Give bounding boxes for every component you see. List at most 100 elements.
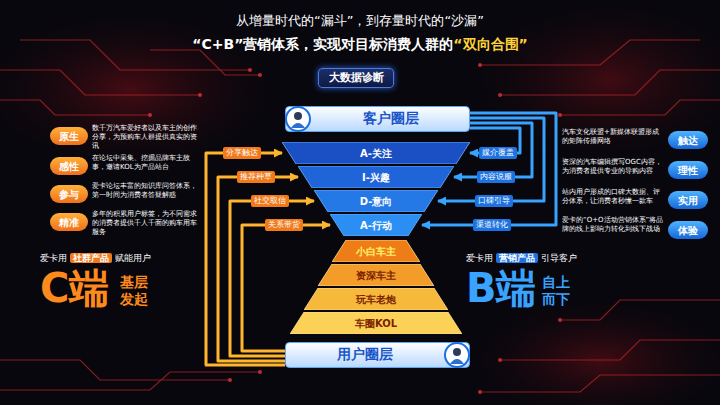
description-text: 在论坛中采集、挖掘品牌车主故事，邀请KOL为产品站台	[92, 154, 202, 172]
node-text: 用户圈层	[337, 347, 393, 362]
subtitle-highlight: “双向合围”	[453, 36, 527, 52]
node-label: 用户圈层	[337, 347, 393, 362]
node-text: 资深车主	[356, 270, 396, 281]
hourglass-shape	[332, 240, 420, 262]
bar-shape	[286, 107, 470, 132]
circle-bar: 客户圈层	[285, 106, 470, 132]
node-text: 理性	[678, 165, 698, 176]
hourglass-shape	[318, 264, 434, 286]
person-icon-body	[450, 359, 464, 364]
node-text: A-关注	[360, 148, 392, 159]
trait-badge: 触达	[668, 131, 708, 149]
trait-badge: 参与	[50, 185, 88, 203]
node-label: A-行动	[360, 220, 392, 231]
node-text: 体验	[678, 225, 698, 236]
node-label: D-意向	[360, 196, 393, 207]
hourglass-stage: 玩车老炮	[304, 288, 448, 310]
title-text: 从增量时代的“漏斗”，到存量时代的“沙漏”	[0, 12, 720, 30]
node-text: 小白车主	[356, 246, 396, 257]
trait-badge: 感性	[50, 157, 88, 175]
hourglass-shape	[290, 312, 462, 334]
node-label: 触达	[678, 135, 698, 146]
trait-badge: 实用	[668, 191, 708, 209]
node-label: 原生	[59, 131, 79, 142]
node-text: 参与	[59, 189, 79, 200]
description-text: 多年的积累用户标签，为不同需求的消费者提供千人千面的购车用车服务	[92, 210, 202, 237]
edge-label: 媒介覆盖	[479, 147, 517, 159]
node-text: A-行动	[360, 220, 392, 231]
funnel-shape	[314, 190, 438, 212]
node-label: 车圈KOL	[355, 318, 397, 329]
slogan-line: 爱卡用营销产品引导客户	[466, 252, 577, 265]
node-label: A-关注	[360, 148, 392, 159]
edge-label: 推荐种草	[237, 171, 275, 183]
edge-label: 内容说服	[477, 171, 515, 183]
description-text: 站内用户形成的口碑大数据、评分体系，让消费者秒懂一款车	[562, 188, 664, 206]
subtitle-text: “C+B”营销体系，实现对目标消费人群的	[192, 36, 453, 52]
edge-label: 渠道转化	[473, 219, 511, 231]
funnel-stage: D-意向	[314, 190, 438, 212]
slogan-text: 赋能用户	[115, 253, 151, 263]
trait-badge: 体验	[668, 221, 708, 239]
funnel-stage: I-兴趣	[298, 166, 454, 188]
funnel-shape	[298, 166, 454, 188]
circuit-lines	[0, 40, 720, 392]
hourglass-stage: 小白车主	[332, 240, 420, 262]
node-label: 体验	[678, 225, 698, 236]
node-text: 感性	[59, 161, 79, 172]
node-label: 资深车主	[356, 270, 396, 281]
edge-label: 社交取信	[251, 195, 289, 207]
funnel-stage: A-行动	[330, 214, 422, 236]
funnel-shape	[282, 142, 470, 164]
description-text: 爱卡论坛丰富的知识库问答体系，第一时间为消费者答疑解惑	[92, 182, 202, 200]
funnel-shape	[330, 214, 422, 236]
side-mark: B端	[466, 266, 537, 310]
circuit-dots	[148, 63, 562, 394]
node-label: 小白车主	[356, 246, 396, 257]
subtitle-line: “C+B”营销体系，实现对目标消费人群的“双向合围”	[0, 36, 720, 54]
glow	[450, 0, 720, 170]
node-label: 参与	[59, 189, 79, 200]
node-text: 玩车老炮	[356, 294, 396, 305]
node-text: 大数据诊断	[329, 72, 384, 84]
node-label: 理性	[678, 165, 698, 176]
side-note: 基层 发起	[120, 274, 152, 308]
side-note: 自上 而下	[542, 274, 574, 308]
circle-bar: 用户圈层	[285, 342, 470, 368]
diagnosis-tag: 大数据诊断	[318, 68, 394, 88]
person-icon-head	[294, 112, 302, 120]
node-text: 精准	[59, 217, 79, 228]
product-tag: 社群产品	[70, 253, 112, 263]
node-label: 玩车老炮	[356, 294, 396, 305]
node-text: 实用	[678, 195, 698, 206]
node-label: 感性	[59, 161, 79, 172]
product-tag: 营销产品	[496, 253, 538, 263]
person-icon	[445, 343, 469, 367]
slogan-text: 引导客户	[541, 253, 577, 263]
side-mark: C端	[40, 266, 109, 310]
trait-badge: 理性	[668, 161, 708, 179]
edge-label: 关系带货	[265, 219, 303, 231]
person-icon-body	[291, 123, 305, 128]
node-label: 大数据诊断	[329, 72, 384, 84]
hourglass-stage: 车圈KOL	[290, 312, 462, 334]
node-text: 客户圈层	[363, 111, 419, 126]
node-label: I-兴趣	[362, 172, 390, 183]
trait-badge: 原生	[50, 127, 88, 145]
description-text: 数千万汽车爱好者以及车主的创作分享，为预购车人群提供真实的资讯	[92, 124, 202, 151]
node-label: 精准	[59, 217, 79, 228]
slogan-text: 爱卡用	[466, 253, 493, 263]
trait-badge: 精准	[50, 213, 88, 231]
slogan-line: 爱卡用社群产品赋能用户	[40, 252, 151, 265]
node-text: 原生	[59, 131, 79, 142]
node-text: D-意向	[360, 196, 393, 207]
edge-label: 分享触达	[223, 147, 261, 159]
node-text: 车圈KOL	[355, 318, 397, 329]
node-label: 客户圈层	[363, 111, 419, 126]
node-text: I-兴趣	[362, 172, 390, 183]
hourglass-stage: 资深车主	[318, 264, 434, 286]
node-text: 触达	[678, 135, 698, 146]
description-text: 汽车文化联盟+新媒体联盟形成的矩阵传播网络	[562, 128, 664, 146]
description-text: 资深的汽车编辑撰写OGC内容，为消费者提供专业的导购内容	[562, 158, 664, 176]
